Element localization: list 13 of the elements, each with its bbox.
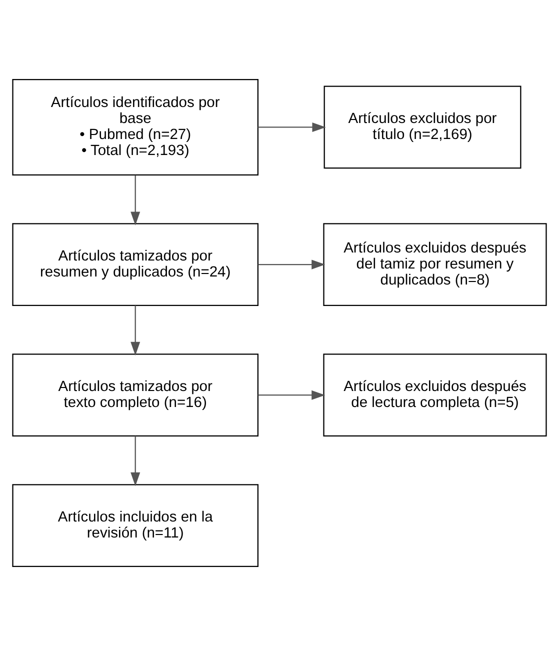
arrow [130,436,140,486]
arrow [258,260,326,270]
arrow [258,122,326,132]
node-box: Artículos tamizados por texto completo (n=16) [12,354,258,436]
arrow [130,175,140,226]
node-box: Artículos excluidos después del tamiz por resumen y duplicados (n=8) [323,223,547,306]
node-box: Artículos identificados por base • Pubmed (n=27) • Total (n=2,193) [12,78,258,176]
arrow [130,305,140,356]
arrow [258,390,326,400]
node-box: Artículos tamizados por resumen y duplicados (n=24) [12,223,258,306]
node-box: Artículos incluidos en la revisión (n=11) [12,484,258,568]
node-box: Artículos excluidos por título (n=2,169) [324,86,522,169]
node-box: Artículos excluidos después de lectura completa (n=5) [323,354,547,436]
